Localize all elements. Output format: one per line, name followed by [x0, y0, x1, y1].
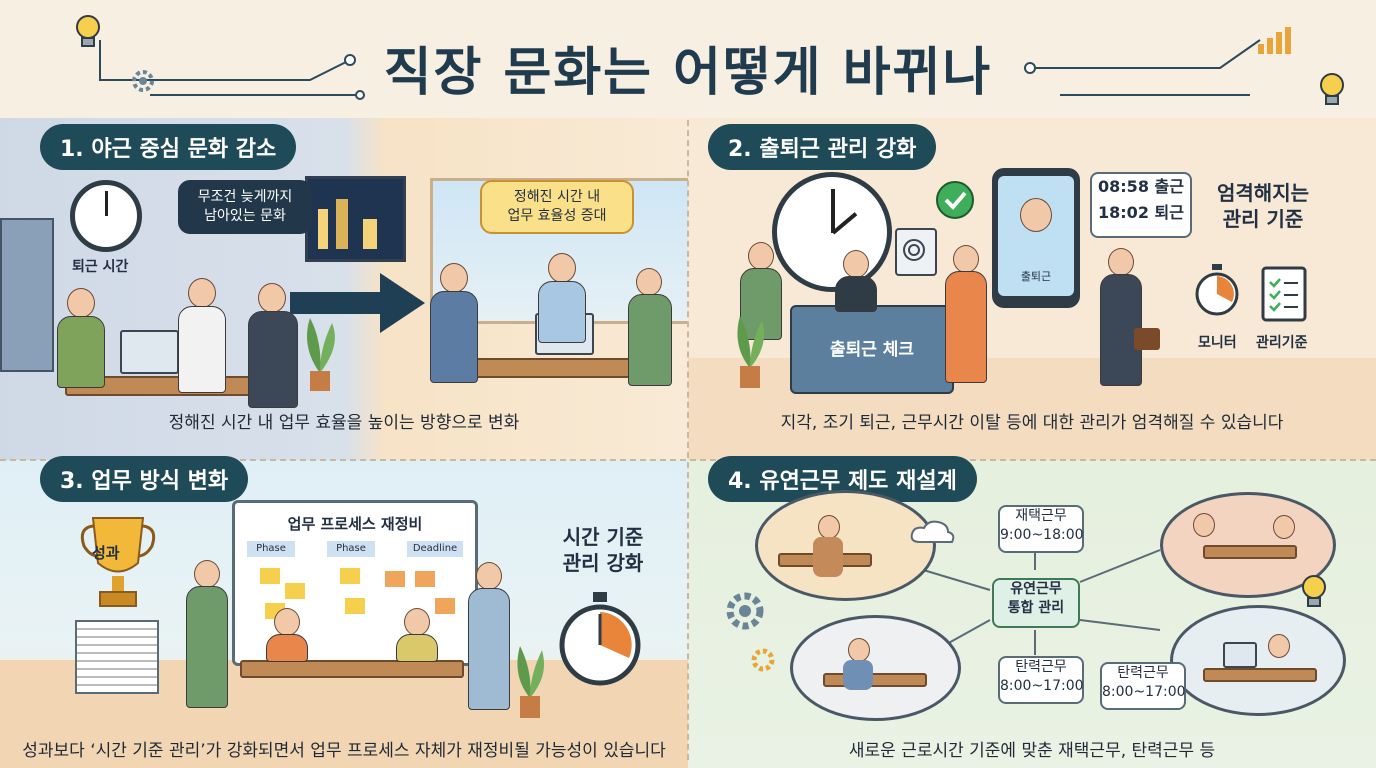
- section-night-work: [0, 118, 688, 460]
- stopwatch-large-icon: [559, 592, 641, 686]
- meeting-table: [240, 660, 464, 678]
- phone-device: 출퇴근: [992, 168, 1080, 308]
- lightbulb-icon: [76, 15, 100, 47]
- desk-label: 출퇴근 체크: [829, 340, 915, 360]
- time-record-box: 08:58 출근 18:02 퇴근: [1090, 172, 1192, 238]
- scene-remote-work: [755, 490, 936, 601]
- divider-vertical: [687, 120, 689, 760]
- trophy-icon: [80, 517, 156, 607]
- gear-icon-large: [726, 592, 764, 630]
- monitor-label: 모니터: [1198, 335, 1237, 351]
- criteria-label: 관리기준: [1256, 335, 1308, 351]
- remote-work-box: 재택근무 9:00~18:00: [998, 505, 1084, 553]
- flex-right-box: 탄력근무 8:00~17:00: [1100, 662, 1186, 710]
- trophy-label: 성과: [92, 544, 120, 562]
- cloud-icon: [910, 520, 955, 543]
- phone-label: 출퇴근: [1020, 270, 1052, 283]
- section-2-caption: 지각, 조기 퇴근, 근무시간 이탈 등에 대한 관리가 엄격해질 수 있습니다: [780, 413, 1284, 433]
- circuit-decoration-right: [1024, 39, 1261, 96]
- speech-bubble-after: 정해진 시간 내 업무 효율성 증대: [480, 180, 634, 234]
- monitor-left: [120, 330, 179, 374]
- plant-icon-3: [517, 646, 545, 718]
- board-phase-1: Phase: [247, 541, 295, 557]
- plant-icon-2: [737, 316, 765, 388]
- checklist-icon: [1261, 266, 1307, 322]
- time-in: 08:58 출근: [1098, 177, 1184, 196]
- section-2-heading: 2. 출퇴근 관리 강화: [708, 124, 937, 170]
- page-title: 직장 문화는 어떻게 바뀌나: [383, 43, 993, 103]
- board-deadline: Deadline: [407, 541, 463, 557]
- time-out: 18:02 퇴근: [1098, 203, 1184, 222]
- gear-icon: [132, 70, 154, 92]
- wall-clock-icon: [772, 172, 892, 292]
- attendance-desk: 출퇴근 체크: [790, 305, 954, 394]
- gear-icon-small: [751, 648, 775, 672]
- section-1-caption: 정해진 시간 내 업무 효율을 높이는 방향으로 변화: [168, 413, 520, 433]
- speech-bubble-before: 무조건 늦게까지 남아있는 문화: [178, 180, 312, 234]
- check-icon: [936, 181, 974, 219]
- section-3-heading: 3. 업무 방식 변화: [40, 456, 249, 502]
- board-title: 업무 프로세스 재정비: [287, 515, 423, 533]
- plant-icon: [307, 318, 335, 391]
- bookshelf: [0, 218, 54, 372]
- fingerprint-icon: [895, 228, 937, 276]
- lightbulb-icon-s4: [1302, 575, 1326, 607]
- flex-bottom-box: 탄력근무 8:00~17:00: [998, 656, 1084, 704]
- section-3-caption: 성과보다 ‘시간 기준 관리’가 강화되면서 업무 프로세스 자체가 재정비될 …: [22, 741, 666, 761]
- flex-center-box: 유연근무 통합 관리: [992, 578, 1080, 628]
- scene-office-desk: [790, 615, 961, 721]
- lightbulb-icon-right: [1320, 73, 1344, 105]
- section-4-caption: 새로운 근로시간 기준에 맞춘 재택근무, 탄력근무 등: [848, 741, 1216, 761]
- divider-horizontal: [0, 459, 1376, 461]
- bar-chart-icon: [1258, 27, 1291, 54]
- night-window: [305, 176, 406, 262]
- stopwatch-icon: [1195, 264, 1239, 316]
- section-1-heading: 1. 야근 중심 문화 감소: [40, 124, 297, 170]
- clock-icon: [70, 180, 142, 252]
- clock-label: 퇴근 시간: [72, 259, 129, 275]
- arrow-right-icon: [290, 273, 425, 333]
- circuit-decoration-left: [99, 40, 365, 100]
- paper-stack-icon: [75, 620, 159, 694]
- s3-side-title: 시간 기준 관리 강화: [562, 525, 644, 575]
- scene-flex-office: [1170, 605, 1346, 716]
- section-4-heading: 4. 유연근무 제도 재설계: [708, 456, 977, 502]
- board-phase-2: Phase: [327, 541, 375, 557]
- side-title: 엄격해지는 관리 기준: [1217, 181, 1309, 231]
